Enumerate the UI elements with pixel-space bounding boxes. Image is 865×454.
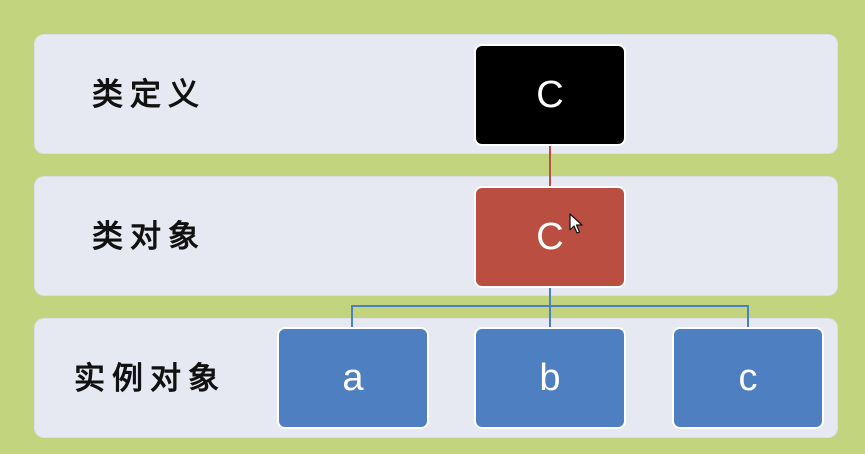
instance-a-node-label: a [342, 357, 364, 399]
class-object-node-label: C [536, 216, 564, 258]
class-definition-band [34, 34, 838, 154]
class-object-node: C [474, 186, 626, 288]
instance-b-node: b [474, 327, 626, 429]
class-object-band [34, 176, 838, 296]
instance-objects-label: 实例对象 [74, 361, 226, 397]
class-object-label: 类对象 [92, 219, 206, 255]
class-definition-node: C [474, 44, 626, 146]
class-definition-node-label: C [536, 74, 564, 116]
instance-c-node-label: c [738, 357, 758, 399]
instance-a-node: a [277, 327, 429, 429]
instance-b-node-label: b [539, 357, 561, 399]
class-definition-label: 类定义 [92, 77, 206, 113]
instance-c-node: c [672, 327, 824, 429]
mouse-cursor-icon [569, 213, 583, 234]
